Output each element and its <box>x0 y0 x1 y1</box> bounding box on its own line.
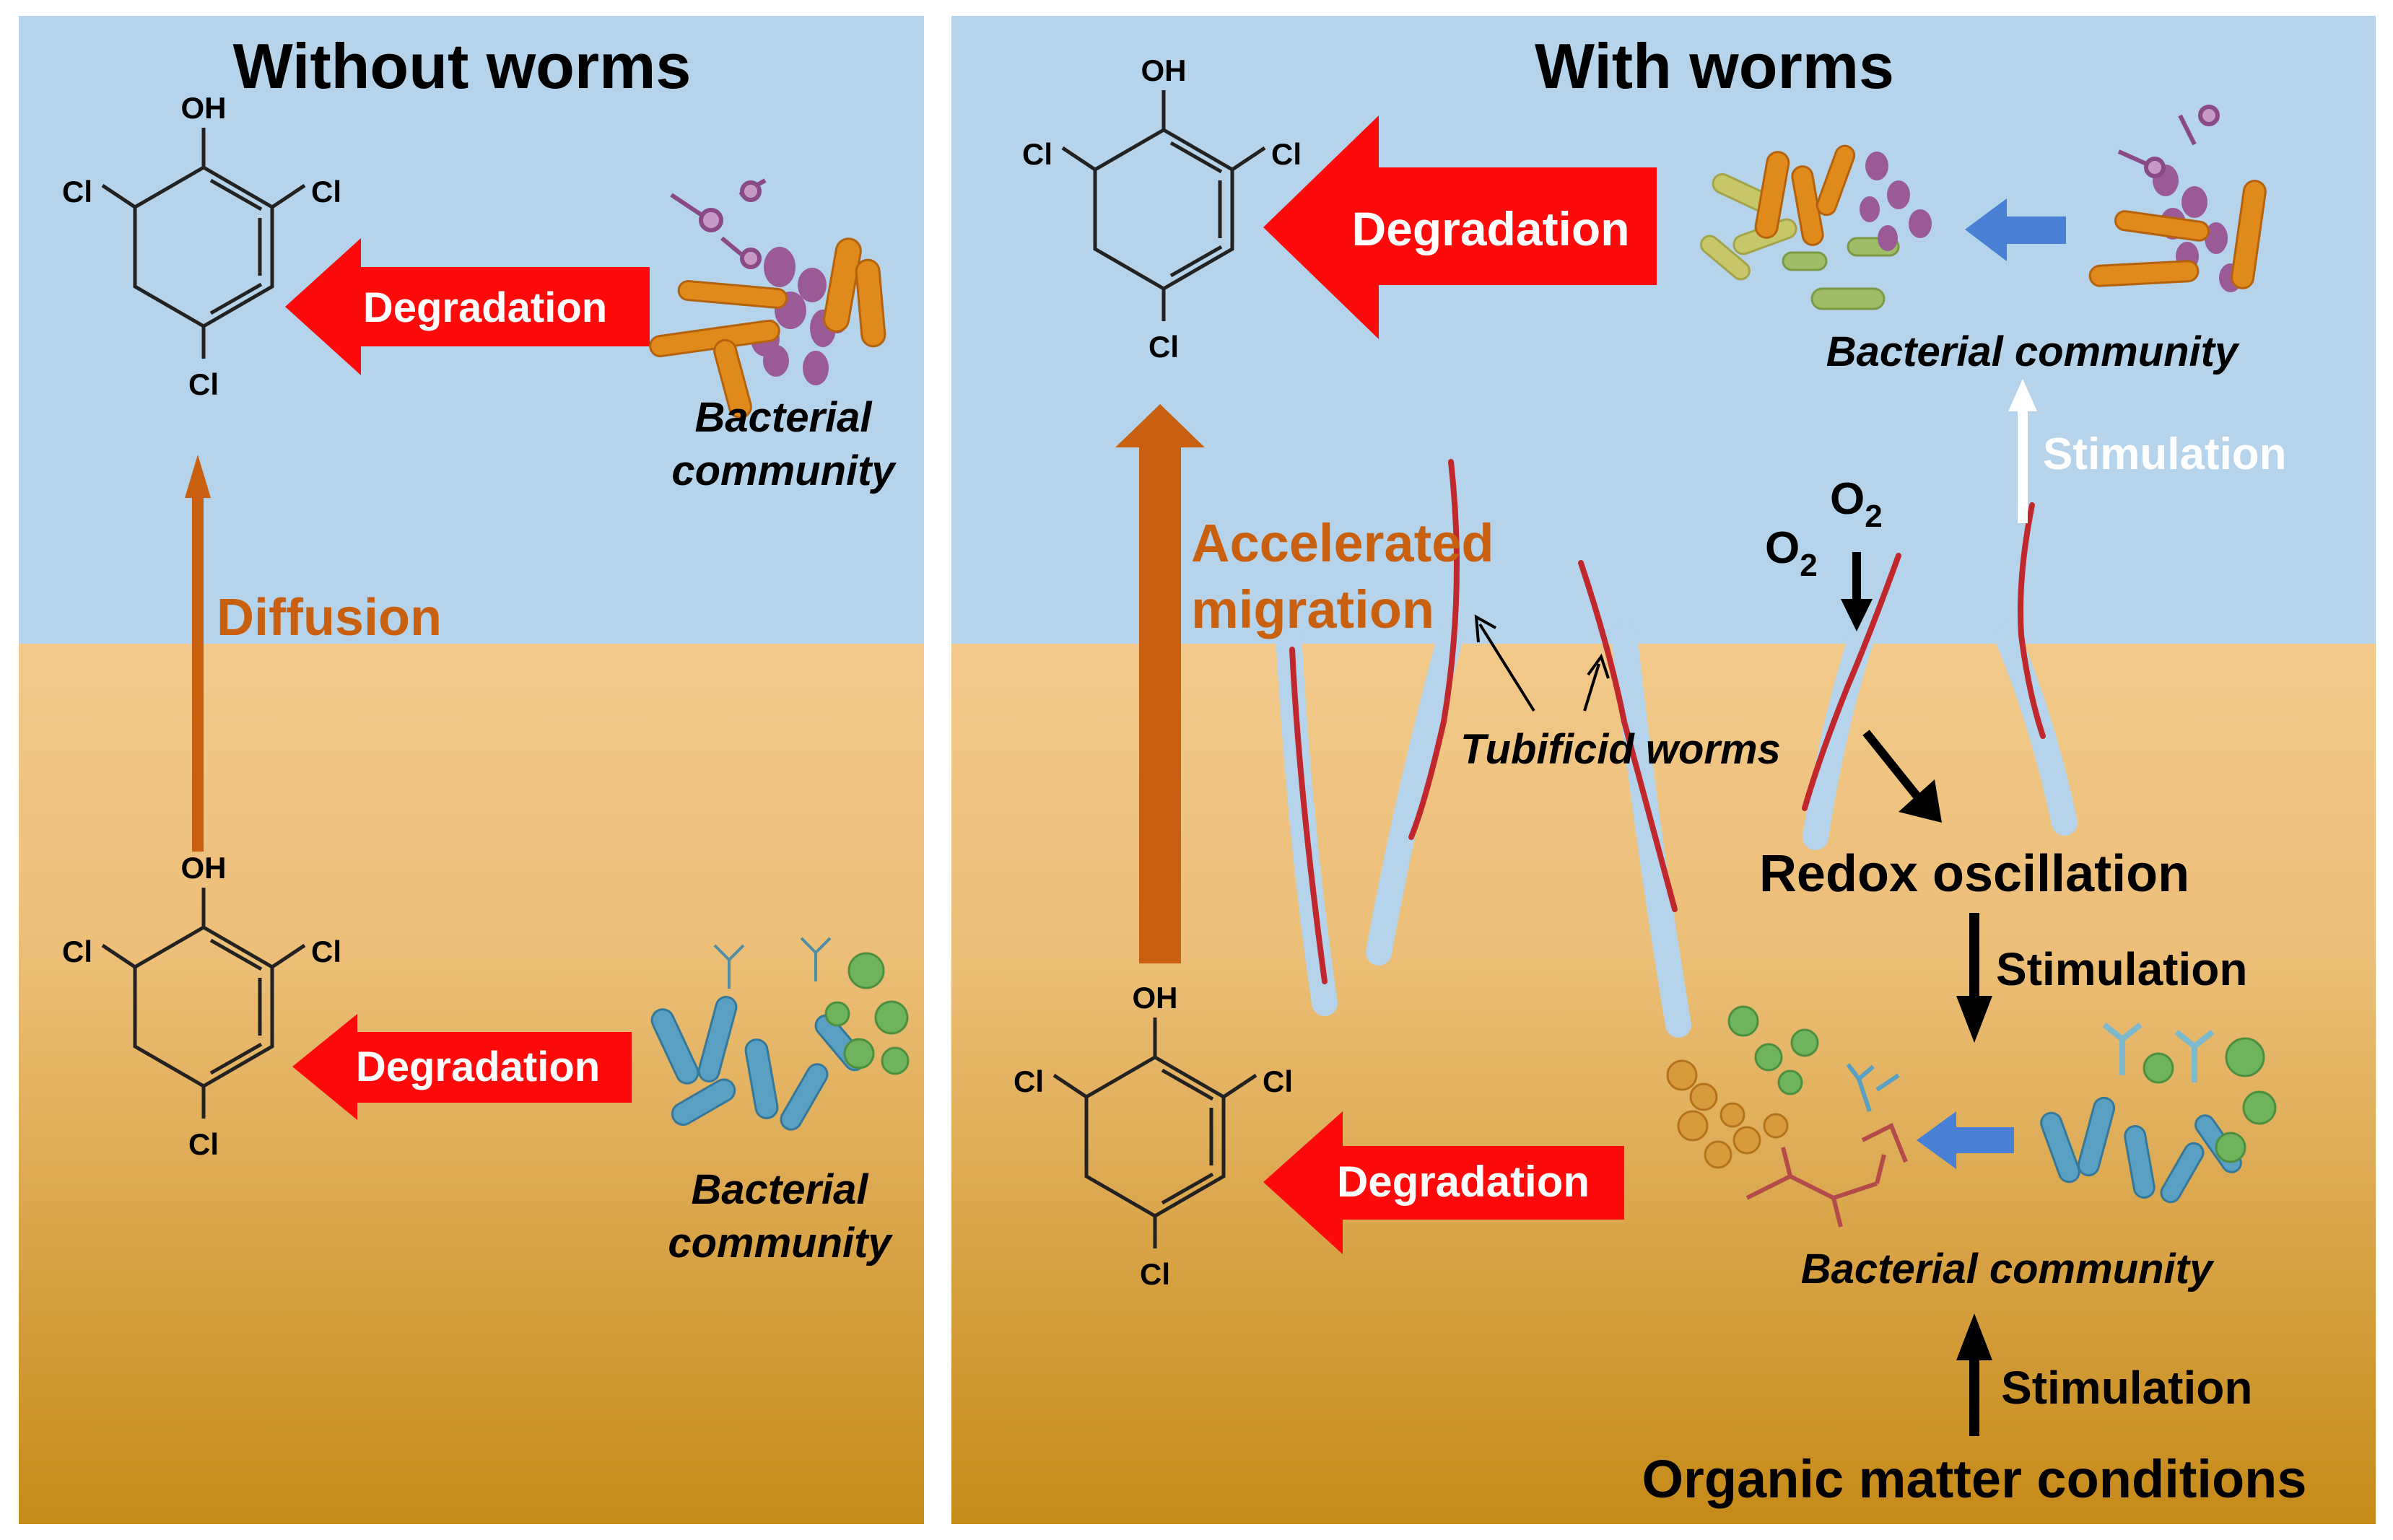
bacteria-cluster-stimulated-lower <box>1666 1005 1908 1228</box>
accelerated-migration-arrow <box>1115 404 1205 963</box>
chloro-label-left: Cl <box>62 175 92 209</box>
svg-text:Cl: Cl <box>1140 1257 1170 1291</box>
degradation-arrow-lower: Degradation <box>292 1014 632 1120</box>
bacteria-label-lower: Bacterial community <box>1801 1246 2215 1292</box>
bacteria-cluster-aerobic <box>649 178 886 419</box>
svg-text:Cl: Cl <box>311 935 341 968</box>
oxygen-arrow <box>1841 552 1873 631</box>
panel-title: With worms <box>1535 30 1894 102</box>
bacteria-cluster-anaerobic <box>650 937 910 1131</box>
trichlorophenol-molecule-upper: OH Cl Cl Cl <box>62 91 341 401</box>
worm-pointer-arrows <box>1474 614 1610 712</box>
degradation-arrow-lower: Degradation <box>1263 1111 1624 1254</box>
panel-title: Without worms <box>233 30 692 102</box>
stimulation-label-lower: Stimulation <box>2001 1362 2252 1414</box>
bacteria-cluster-original-lower <box>2040 1022 2277 1204</box>
svg-text:Cl: Cl <box>1263 1064 1293 1098</box>
panel-with-worms: With worms OH Cl Cl Cl Degr <box>951 16 2376 1524</box>
bacteria-label-upper-line1: Bacterial <box>694 394 873 441</box>
redox-label: Redox oscillation <box>1759 845 2189 903</box>
svg-text:Cl: Cl <box>1022 137 1052 171</box>
stimulation-label-upper: Stimulation <box>2043 429 2287 479</box>
svg-text:Cl: Cl <box>1271 137 1302 171</box>
svg-text:Degradation: Degradation <box>356 1044 600 1090</box>
water-layer <box>951 16 2376 644</box>
organic-matter-label: Organic matter conditions <box>1642 1449 2306 1509</box>
svg-text:Degradation: Degradation <box>363 284 607 331</box>
bacteria-label-lower-line1: Bacterial <box>691 1166 869 1213</box>
svg-text:Cl: Cl <box>188 1127 219 1161</box>
svg-text:Cl: Cl <box>62 935 92 968</box>
chloro-label-bottom: Cl <box>188 367 219 401</box>
succession-arrow-lower <box>1917 1111 2014 1169</box>
trichlorophenol-molecule-lower: OH Cl Cl Cl <box>62 851 341 1161</box>
bacteria-cluster-original-upper <box>2088 105 2267 292</box>
svg-text:Cl: Cl <box>1014 1064 1044 1098</box>
svg-text:Cl: Cl <box>1148 330 1179 364</box>
migration-label-line2: migration <box>1191 579 1434 639</box>
oxygen-label-b: O2 <box>1765 523 1818 583</box>
tubificid-worms <box>1289 459 2046 984</box>
chloro-label-right: Cl <box>311 175 341 209</box>
bacteria-label-upper-line2: community <box>671 447 897 494</box>
diffusion-arrow <box>185 455 211 852</box>
svg-text:Degradation: Degradation <box>1337 1158 1590 1206</box>
hydroxyl-label: OH <box>181 91 227 125</box>
stimulation-arrow-upper <box>2008 379 2037 523</box>
svg-text:OH: OH <box>1133 981 1178 1015</box>
panel-without-worms: Without worms OH Cl Cl Cl Degradation <box>19 16 924 1524</box>
bacteria-label-upper: Bacterial community <box>1826 328 2240 375</box>
svg-text:OH: OH <box>181 851 227 885</box>
bacteria-cluster-stimulated-upper <box>1700 144 1932 310</box>
oxygen-label-a: O2 <box>1830 474 1883 534</box>
degradation-arrow-upper: Degradation <box>1263 115 1657 339</box>
redox-arrow <box>1862 730 1942 823</box>
stimulation-label-middle: Stimulation <box>1996 943 2247 995</box>
degradation-arrow-upper: Degradation <box>285 238 650 375</box>
migration-label-line1: Accelerated <box>1191 513 1494 573</box>
succession-arrow-upper <box>1965 198 2066 261</box>
trichlorophenol-molecule-upper: OH Cl Cl Cl <box>1022 53 1302 364</box>
worms-label: Tubificid worms <box>1460 726 1781 773</box>
svg-text:Degradation: Degradation <box>1351 202 1629 255</box>
trichlorophenol-molecule-lower: OH Cl Cl Cl <box>1014 981 1293 1291</box>
svg-text:OH: OH <box>1141 53 1187 87</box>
diffusion-label: Diffusion <box>217 589 442 647</box>
stimulation-arrow-middle <box>1956 913 1992 1043</box>
stimulation-arrow-lower <box>1956 1313 1992 1436</box>
bacteria-label-lower-line2: community <box>668 1220 893 1266</box>
